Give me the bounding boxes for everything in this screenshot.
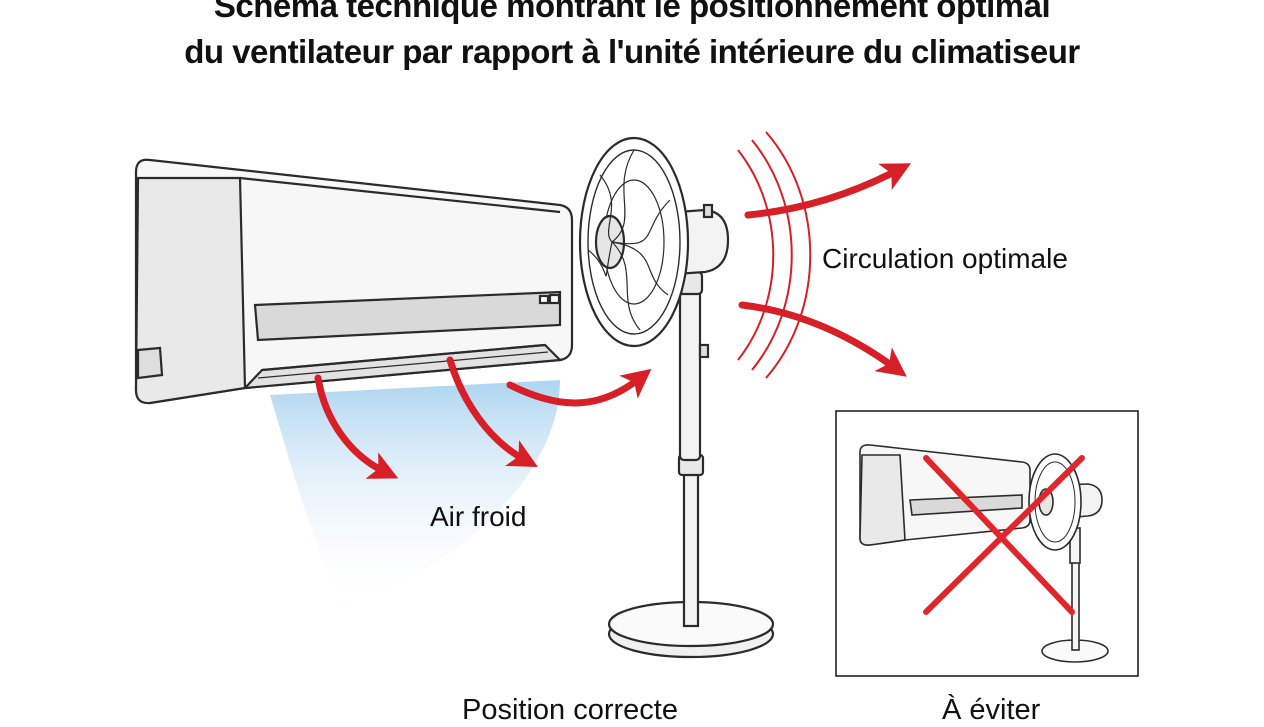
air-conditioner-icon	[134, 158, 574, 405]
airflow-arrow-icon	[314, 163, 912, 479]
cross-mark-icon	[923, 455, 1085, 615]
title-line-2: du ventilateur par rapport à l'unité int…	[184, 33, 1080, 70]
title-line-1: Schéma technique montrant le positionnem…	[213, 0, 1051, 24]
circulation-label: Circulation optimale	[822, 243, 1068, 274]
standing-fan-icon	[578, 136, 775, 659]
correct-position-caption: Position correcte	[462, 694, 678, 726]
cold-air-label: Air froid	[430, 501, 527, 532]
avoid-caption: À éviter	[942, 694, 1041, 726]
standing-fan-icon	[1028, 453, 1109, 663]
air-conditioner-icon	[859, 444, 1031, 546]
sound-wave-icon	[737, 131, 812, 379]
cold-air-plume	[270, 380, 560, 610]
